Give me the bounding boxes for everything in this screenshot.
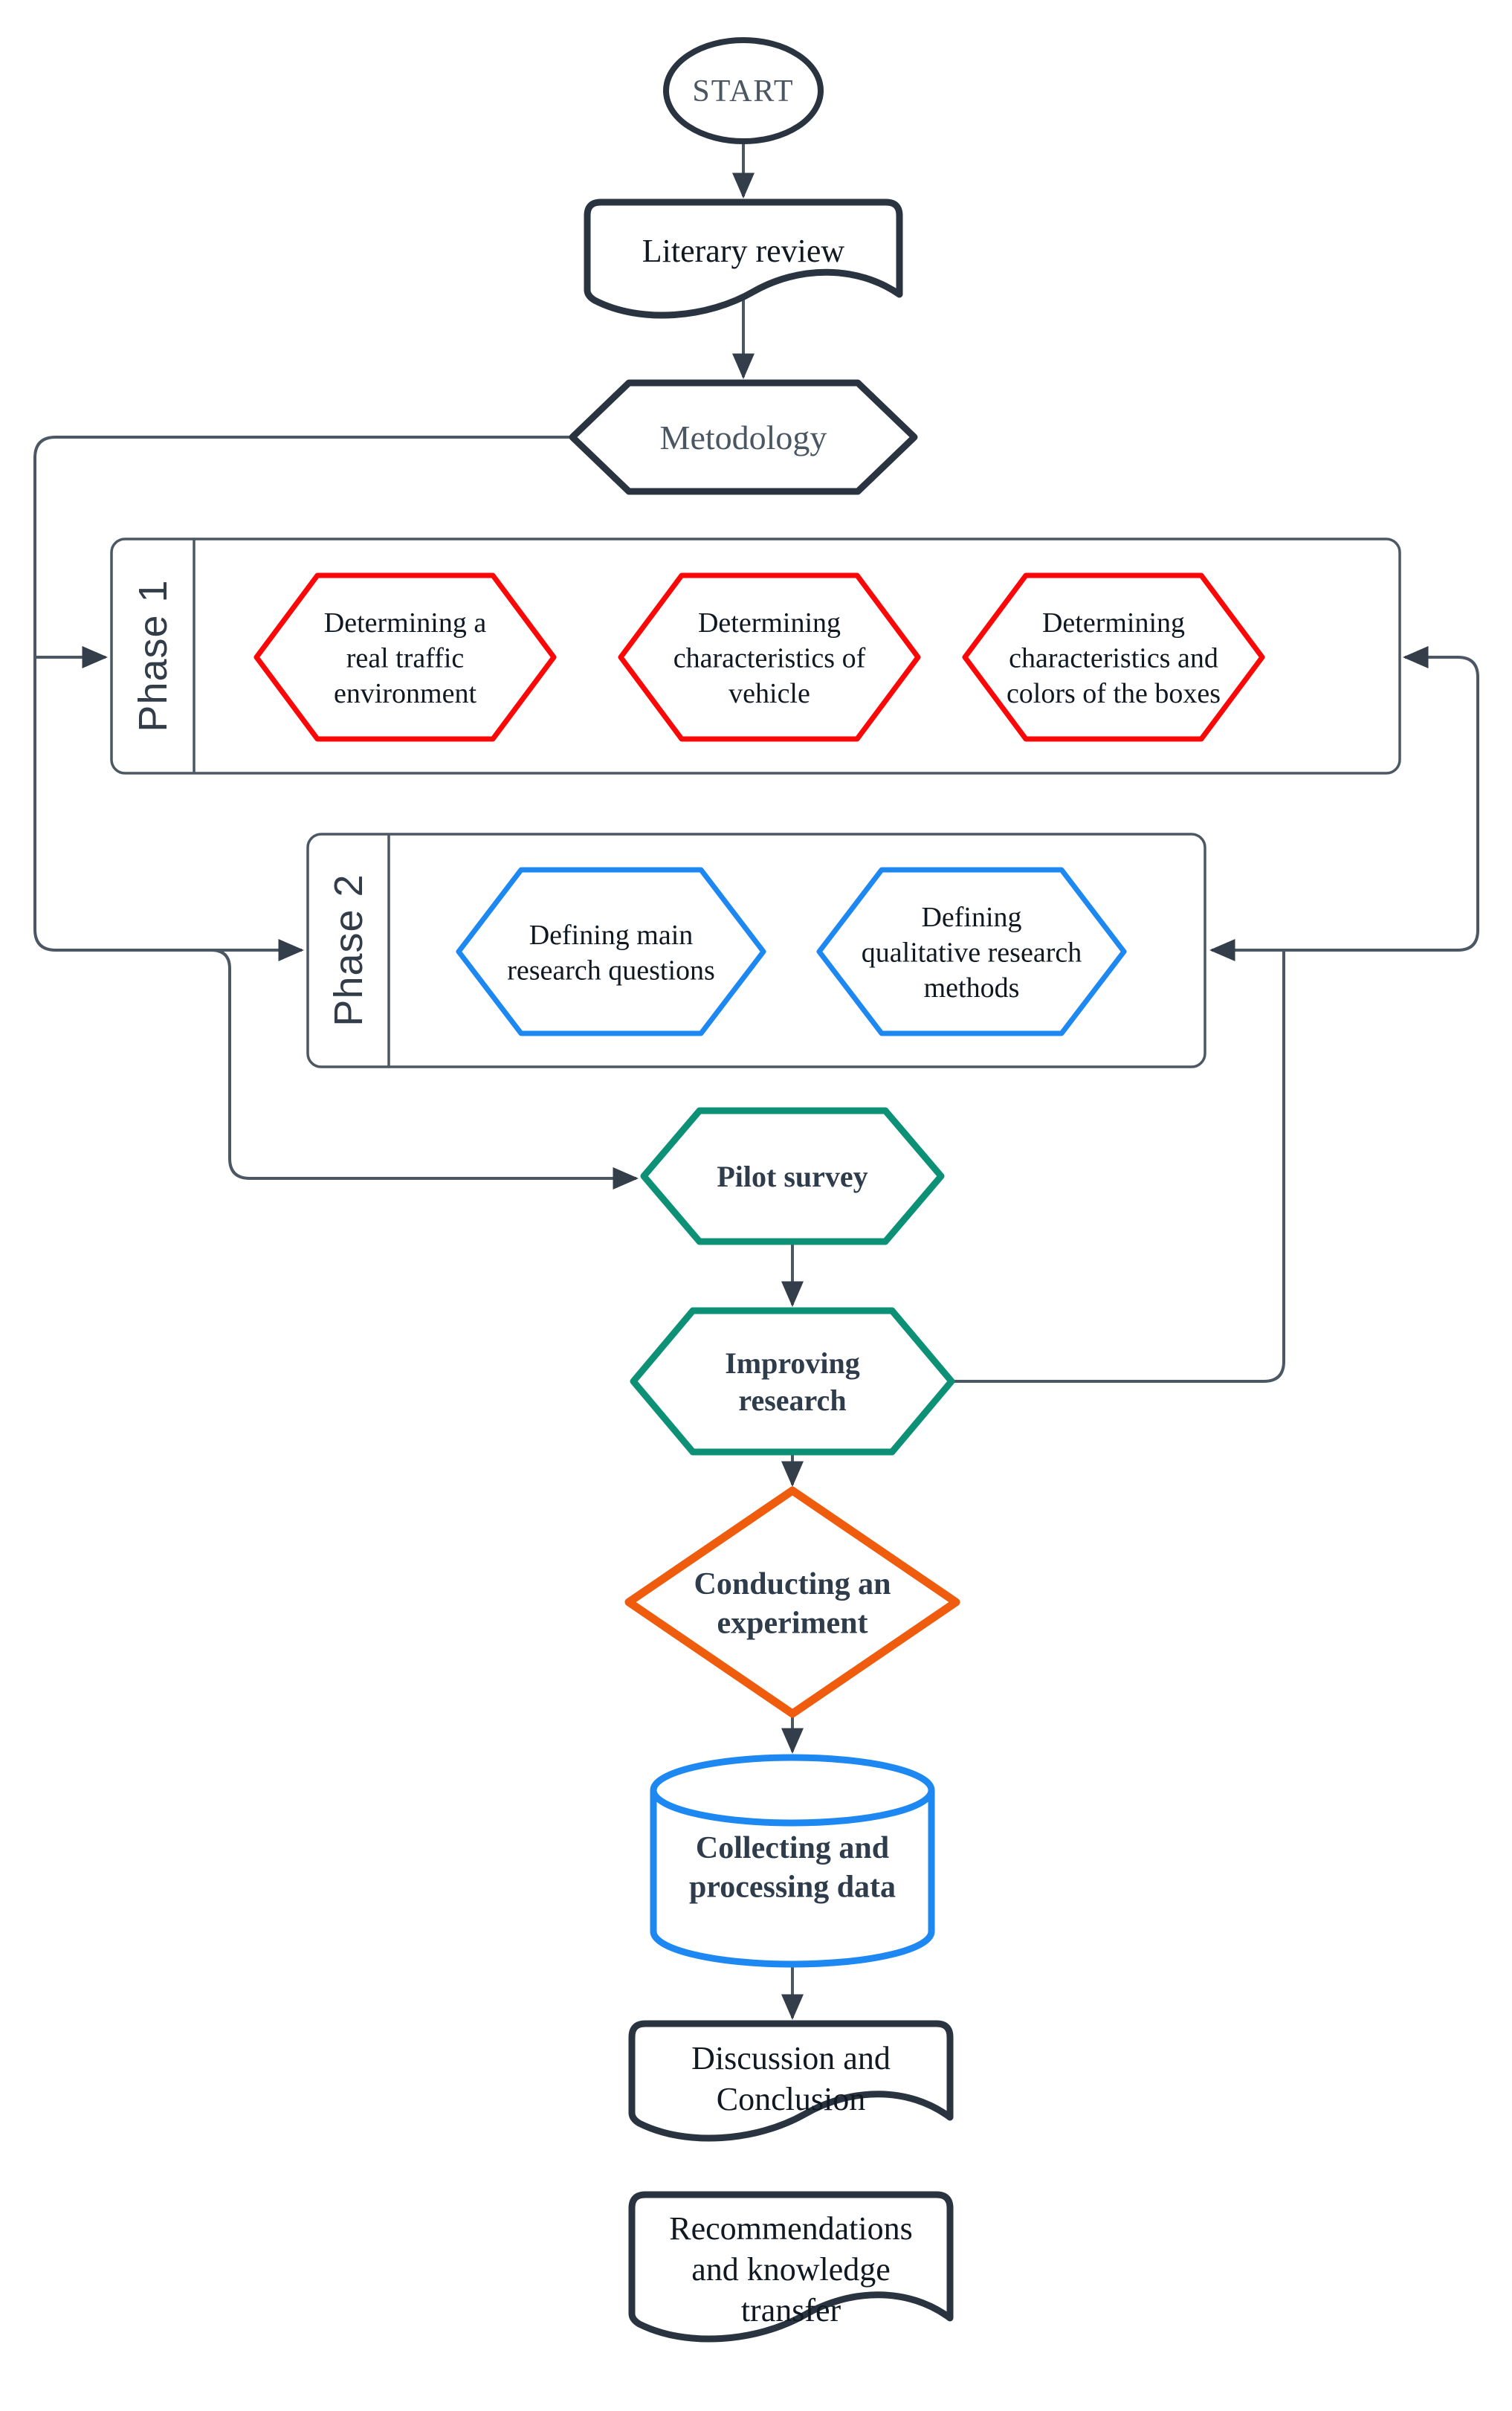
node-metodology: Metodology xyxy=(569,379,918,495)
node-pilot-survey: Pilot survey xyxy=(640,1107,945,1245)
connector-right-loop-to-phase1 xyxy=(1284,646,1479,952)
improving-research-hexagon xyxy=(630,1307,955,1456)
phase1-label: Phase 1 xyxy=(131,579,175,732)
node-literary-review: Literary review xyxy=(584,199,903,319)
pilot-survey-hexagon xyxy=(640,1107,945,1245)
collecting-data-cylinder-top xyxy=(650,1754,935,1827)
connector-metodology-left-loop xyxy=(33,436,572,961)
phase2-step2-hexagon xyxy=(816,867,1127,1036)
recommendations-document xyxy=(628,2191,954,2343)
node-start: START xyxy=(663,37,824,144)
metodology-label: Metodology xyxy=(660,419,827,456)
metodology-hexagon xyxy=(569,379,918,495)
phase1-step1-hexagon xyxy=(253,572,557,742)
collecting-data-cylinder-body xyxy=(650,1790,935,1968)
connector-improving-research-right-loop xyxy=(954,950,1285,1383)
phase1-step3-hexagon xyxy=(962,572,1265,742)
start-ellipse xyxy=(663,37,824,144)
literary-review-document xyxy=(584,199,903,319)
pilot-survey-label: Pilot survey xyxy=(717,1160,868,1193)
connector-left-loop-to-pilot-survey xyxy=(210,949,639,1190)
phase2-label: Phase 2 xyxy=(326,874,371,1026)
discussion-conclusion-document xyxy=(628,2020,954,2142)
start-label: START xyxy=(692,74,794,109)
phase2-step1-hexagon xyxy=(456,867,766,1036)
conducting-experiment-diamond xyxy=(624,1486,960,1718)
phase1-step2-hexagon xyxy=(618,572,921,742)
literary-review-label: Literary review xyxy=(642,233,845,269)
